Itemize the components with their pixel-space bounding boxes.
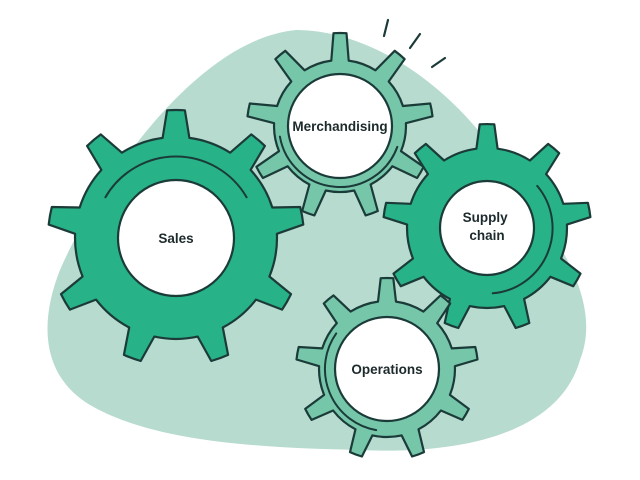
gear-sales-hub (116, 178, 236, 298)
spark-line (430, 56, 447, 69)
gear-operations-arc (323, 332, 378, 432)
gear-operations-label: Operations (351, 362, 422, 377)
gear-merchandising-label: Merchandising (292, 119, 387, 134)
gear-sales: Sales (47, 108, 305, 363)
gear-merchandising: Merchandising (246, 31, 434, 217)
spark-line (382, 18, 390, 38)
gear-merchandising-arc (278, 135, 399, 188)
spark-line (408, 32, 422, 50)
gear-sales-arc (104, 155, 248, 199)
gear-supply-chain: Supply chain (382, 122, 592, 330)
gear-supply-chain-arc (491, 184, 554, 295)
gear-operations: Operations (295, 276, 479, 458)
gear-operations-hub (333, 315, 441, 423)
gear-merchandising-hub (286, 72, 394, 180)
gear-sales-label: Sales (158, 231, 193, 246)
motion-spark-lines (382, 18, 447, 69)
gear-supply-chain-label: Supply chain (463, 210, 512, 243)
gear-supply-chain-hub (438, 179, 536, 277)
